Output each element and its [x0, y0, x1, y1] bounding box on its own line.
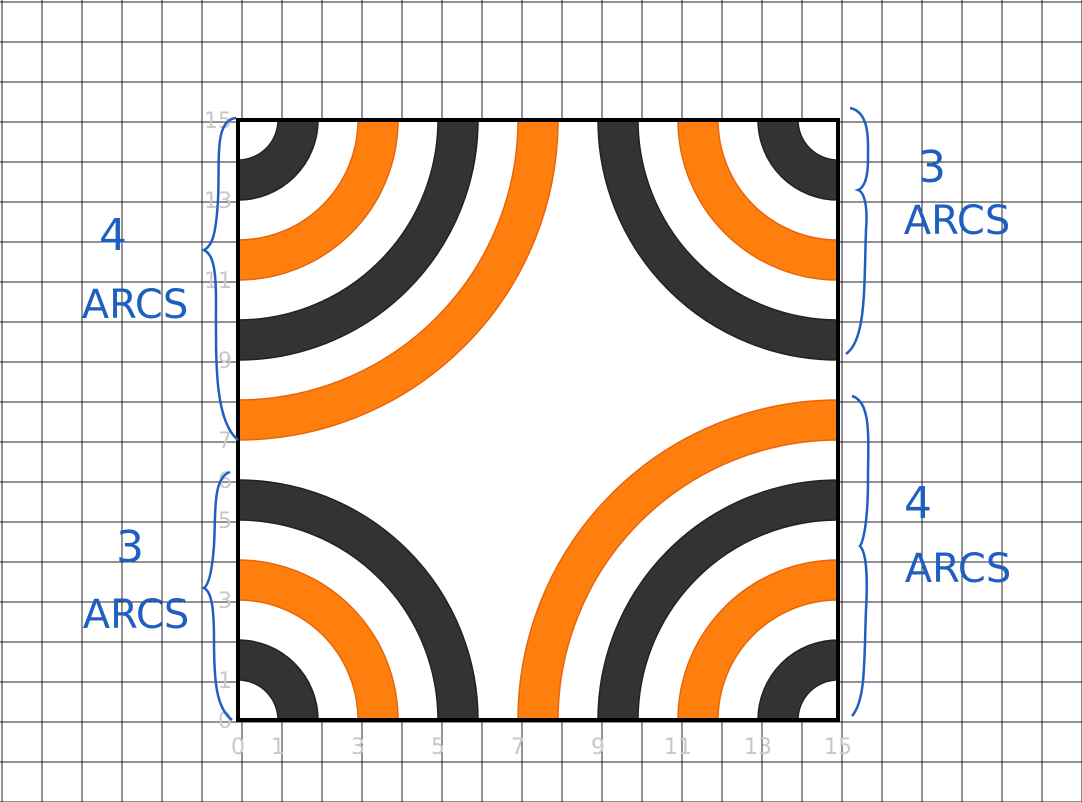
- y-axis-number: 11: [204, 269, 232, 294]
- x-axis-number: 13: [744, 735, 772, 760]
- y-axis-number: 3: [218, 589, 232, 614]
- arc-bottom-right-dark-r1: [757, 639, 839, 721]
- annotation-bottom-right-word: ARCS: [905, 546, 1011, 592]
- x-axis-number: 11: [664, 735, 692, 760]
- x-axis-number: 3: [351, 735, 365, 760]
- annotation-top-right-count: 3: [918, 142, 946, 193]
- y-axis-number: 6: [218, 469, 232, 494]
- x-axis-number: 9: [591, 735, 605, 760]
- arc-pattern: [237, 119, 839, 721]
- y-axis-number: 5: [218, 509, 232, 534]
- annotation-top-right-word: ARCS: [904, 198, 1010, 244]
- brace-bottom-left: [201, 470, 233, 721]
- y-axis-number: 1: [218, 669, 232, 694]
- brace-bottom-right: [851, 394, 870, 717]
- x-axis-number: 7: [511, 735, 525, 760]
- annotation-bottom-left-word: ARCS: [83, 592, 189, 638]
- arc-bottom-left-dark-r1: [237, 639, 319, 721]
- annotation-bottom-left-count: 3: [116, 522, 144, 573]
- annotation-bottom-right-count: 4: [904, 478, 932, 529]
- annotation-top-left-word: ARCS: [82, 282, 188, 328]
- y-axis-number: 9: [218, 349, 232, 374]
- arc-top-right-dark-r1: [757, 119, 839, 201]
- annotation-top-left-count: 4: [99, 210, 127, 261]
- brace-top-left: [201, 116, 239, 441]
- y-axis-number: 7: [218, 429, 232, 454]
- x-axis-number: 1: [271, 735, 285, 760]
- square-outline: [236, 118, 840, 722]
- x-axis-number: 5: [431, 735, 445, 760]
- brace-top-right: [845, 106, 870, 356]
- arc-top-left-dark-r1: [237, 119, 319, 201]
- x-axis-number: 15: [824, 735, 852, 760]
- x-axis-number: 0: [231, 735, 245, 760]
